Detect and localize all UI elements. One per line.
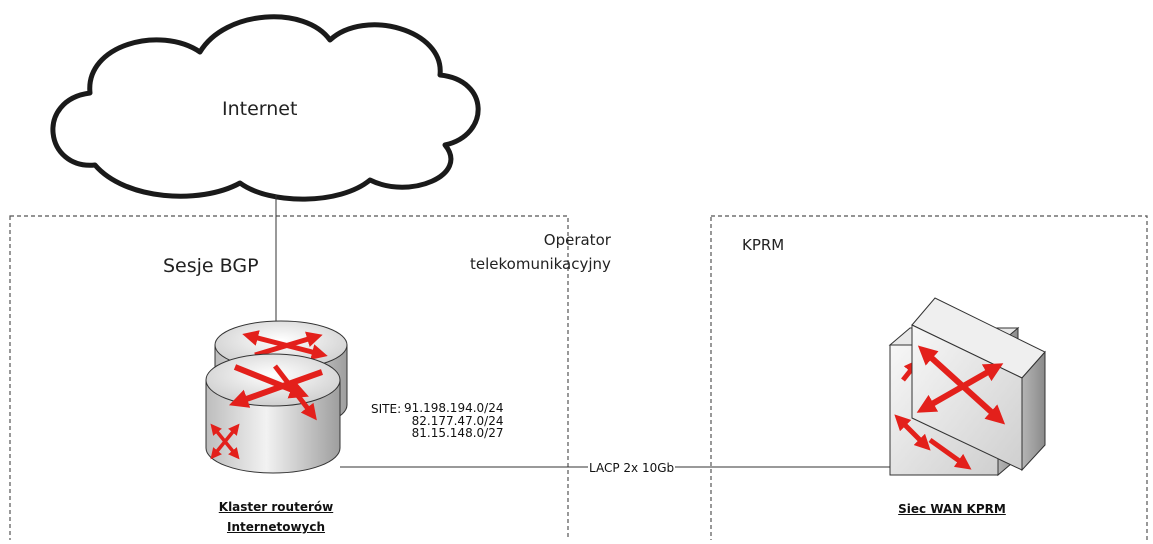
site-prefix-label: SITE: <box>371 402 402 416</box>
operator-zone-label-line-2: telekomunikacyjny <box>470 255 611 273</box>
layer3-switch-icon <box>888 297 1046 477</box>
router-cluster-label: Klaster routerów Internetowych <box>206 497 346 537</box>
router-stack-icon <box>205 320 348 474</box>
internet-cloud-icon <box>50 14 481 202</box>
operator-zone-label-line-1: Operator <box>543 231 611 249</box>
lacp-link-label: LACP 2x 10Gb <box>588 461 676 475</box>
kprm-zone-label: KPRM <box>742 236 785 254</box>
router-cluster-label-line-1: Klaster routerów <box>218 500 334 514</box>
internet-label: Internet <box>222 98 298 120</box>
operator-zone-border <box>9 215 569 544</box>
site-network-list: 91.198.194.0/24 82.177.47.0/24 81.15.148… <box>404 402 503 440</box>
operator-zone-label: Operator telekomunikacyjny <box>470 228 611 276</box>
router-cluster-label-line-2: Internetowych <box>226 520 326 534</box>
site-network-1: 91.198.194.0/24 <box>404 401 504 415</box>
kprm-zone-border <box>710 215 1148 544</box>
wan-switch-label: Siec WAN KPRM <box>898 502 1006 516</box>
site-network-3: 81.15.148.0/27 <box>411 426 504 440</box>
site-network-2: 82.177.47.0/24 <box>411 413 504 428</box>
bgp-sessions-label: Sesje BGP <box>163 255 259 277</box>
